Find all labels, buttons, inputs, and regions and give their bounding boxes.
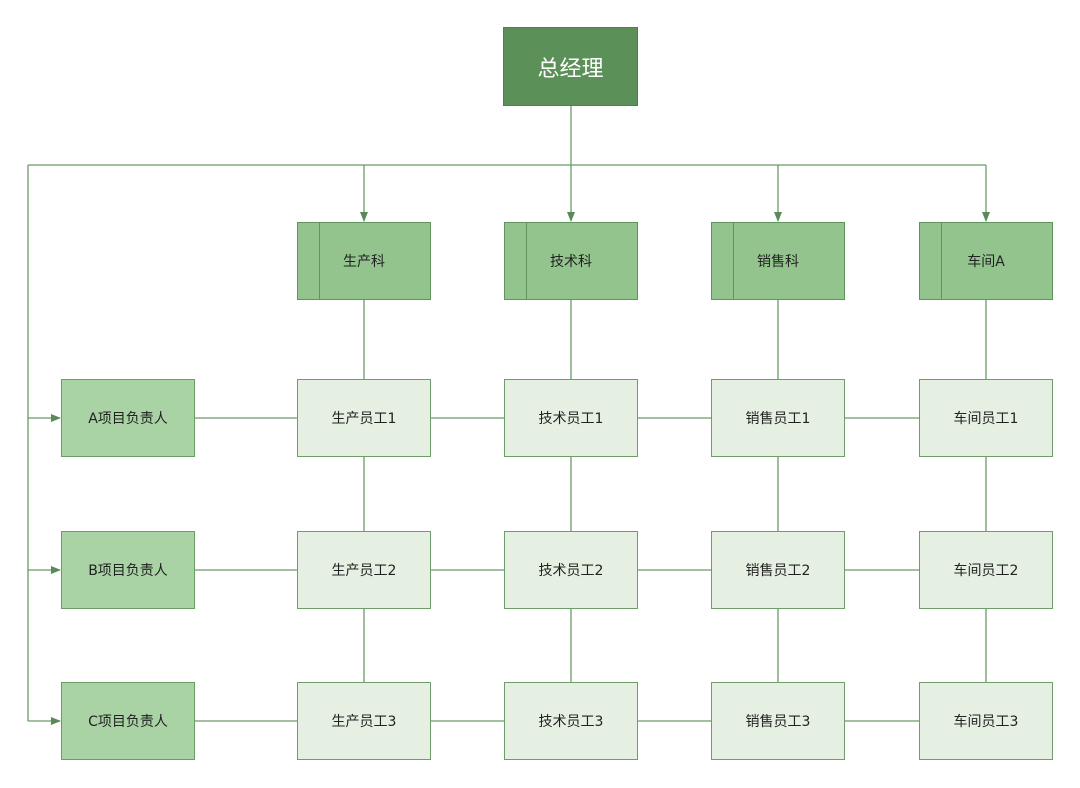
lead-label: C项目负责人 xyxy=(88,714,168,730)
staff-label: 车间员工2 xyxy=(953,563,1019,579)
dept-label: 车间A xyxy=(967,254,1005,270)
staff-label: 销售员工2 xyxy=(745,563,811,579)
lead-label: A项目负责人 xyxy=(88,411,168,427)
staff-label: 生产员工2 xyxy=(331,563,397,579)
staff-node: 销售员工3 xyxy=(711,682,845,760)
staff-node: 销售员工1 xyxy=(711,379,845,457)
staff-node: 销售员工2 xyxy=(711,531,845,609)
lead-label: B项目负责人 xyxy=(88,563,168,579)
staff-label: 销售员工1 xyxy=(745,411,811,427)
lead-node-b: B项目负责人 xyxy=(61,531,195,609)
staff-label: 技术员工1 xyxy=(538,411,604,427)
staff-node: 生产员工3 xyxy=(297,682,431,760)
dept-node-4: 车间A xyxy=(919,222,1053,300)
staff-label: 生产员工1 xyxy=(331,411,397,427)
staff-label: 技术员工2 xyxy=(538,563,604,579)
staff-node: 技术员工3 xyxy=(504,682,638,760)
dept-node-2: 技术科 xyxy=(504,222,638,300)
staff-node: 技术员工1 xyxy=(504,379,638,457)
dept-label: 销售科 xyxy=(757,254,799,270)
lead-node-a: A项目负责人 xyxy=(61,379,195,457)
dept-node-3: 销售科 xyxy=(711,222,845,300)
dept-node-1: 生产科 xyxy=(297,222,431,300)
lead-node-c: C项目负责人 xyxy=(61,682,195,760)
root-label: 总经理 xyxy=(537,56,604,82)
staff-node: 车间员工1 xyxy=(919,379,1053,457)
staff-node: 车间员工2 xyxy=(919,531,1053,609)
root-node: 总经理 xyxy=(503,27,638,106)
staff-node: 车间员工3 xyxy=(919,682,1053,760)
dept-label: 生产科 xyxy=(343,254,385,270)
staff-label: 车间员工1 xyxy=(953,411,1019,427)
staff-label: 车间员工3 xyxy=(953,714,1019,730)
staff-node: 生产员工2 xyxy=(297,531,431,609)
staff-label: 技术员工3 xyxy=(538,714,604,730)
dept-label: 技术科 xyxy=(550,254,592,270)
staff-node: 技术员工2 xyxy=(504,531,638,609)
staff-label: 生产员工3 xyxy=(331,714,397,730)
staff-label: 销售员工3 xyxy=(745,714,811,730)
staff-node: 生产员工1 xyxy=(297,379,431,457)
